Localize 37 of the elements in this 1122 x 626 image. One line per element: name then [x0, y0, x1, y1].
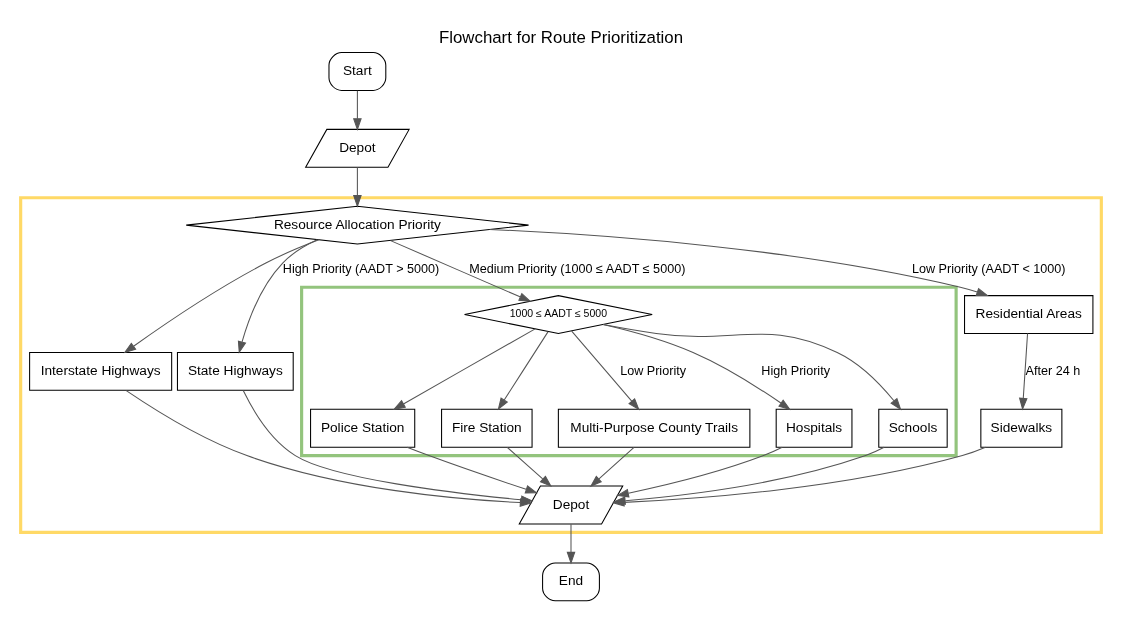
arrow: [566, 523, 576, 565]
arrow: [489, 228, 989, 297]
arrow: [352, 166, 362, 208]
arrow: [602, 324, 902, 411]
diagram-title: Flowchart for Route Prioritization: [438, 27, 684, 47]
arrow: [589, 446, 635, 488]
cluster: [300, 285, 958, 458]
node-box: Schools: [878, 408, 948, 448]
arrow: [506, 446, 552, 488]
arrow: [571, 330, 640, 411]
node-box: State Highways: [176, 351, 294, 391]
edge-label: High Priority: [761, 363, 830, 378]
arrow: [390, 240, 532, 302]
arrow: [123, 239, 320, 354]
node-box: Interstate Highways: [29, 351, 173, 391]
edge-label: Low Priority: [620, 363, 687, 378]
node-box: Hospitals: [775, 408, 853, 448]
arrow: [237, 239, 318, 354]
node-box: Residential Areas: [964, 295, 1094, 335]
edge-label: High Priority (AADT > 5000): [282, 262, 440, 277]
arrow: [616, 446, 783, 498]
edge-label: After 24 h: [1025, 363, 1081, 378]
node-diamond: Resource Allocation Priority: [185, 205, 530, 245]
edge-label: Low Priority (AADT < 1000): [911, 262, 1066, 277]
node-box: End: [542, 562, 600, 602]
arrow: [1018, 333, 1029, 411]
node-box: Fire Station: [441, 408, 533, 448]
arrow: [497, 331, 549, 411]
node-box: Sidewalks: [980, 408, 1063, 448]
node-diamond: 1000 ≤ AADT ≤ 5000: [464, 295, 653, 335]
node-box: Multi-Purpose County Trails: [557, 408, 751, 448]
node-box: Police Station: [310, 408, 416, 448]
edge-label: Medium Priority (1000 ≤ AADT ≤ 5000): [469, 262, 686, 277]
arrow: [352, 90, 362, 131]
arrow: [392, 328, 536, 410]
node-box: Start: [328, 52, 387, 91]
arrow: [406, 446, 538, 494]
